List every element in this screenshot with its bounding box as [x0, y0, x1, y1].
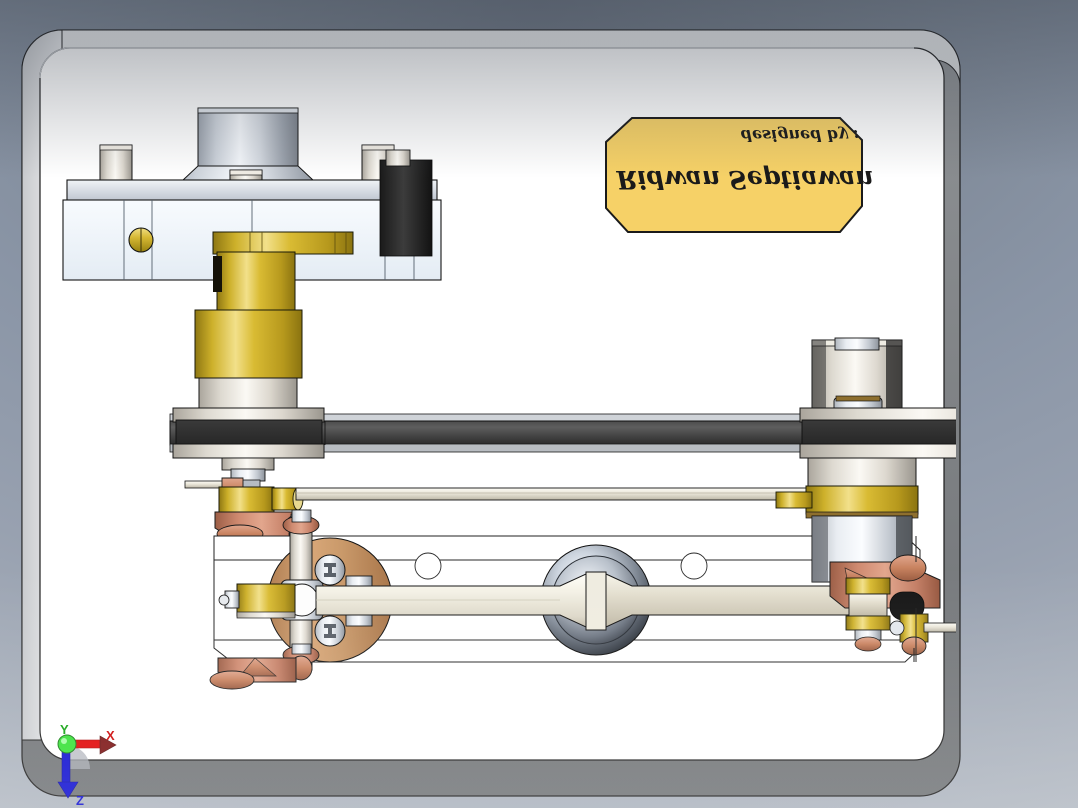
- tie-rod-lower: [315, 571, 877, 631]
- lower-left-copper-arm: [209, 657, 297, 690]
- dark-column-block: [379, 149, 433, 257]
- triad-y-label: Y: [60, 722, 69, 737]
- brass-hub: [194, 231, 354, 379]
- cross-screw-upper: [314, 554, 346, 586]
- cross-screw-lower: [314, 615, 346, 647]
- left-shaft-collar: [198, 377, 298, 409]
- right-pulley: [799, 407, 956, 459]
- tie-rod-upper: [295, 487, 817, 501]
- plaque-line-2: designed by :: [741, 126, 859, 145]
- right-top-block: [811, 337, 903, 417]
- plaque-line-1: Ridwan Septiawan: [616, 165, 874, 194]
- left-pulley: [172, 407, 325, 459]
- origin-triad: X Y Z: [57, 722, 117, 808]
- triad-x-label: X: [106, 728, 115, 743]
- right-knuckle: [829, 554, 956, 662]
- triad-z-label: Z: [76, 793, 84, 808]
- brass-piston: [218, 583, 296, 619]
- designer-plaque[interactable]: Ridwan Septiawan designed by :: [605, 117, 874, 233]
